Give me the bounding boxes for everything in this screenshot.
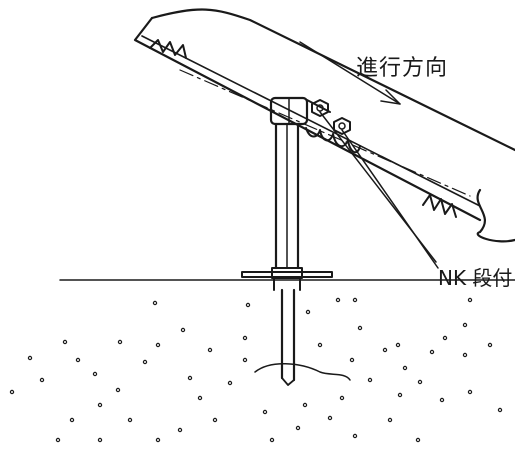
spring-mark-left — [149, 39, 187, 59]
conveyor-break-line — [476, 188, 515, 243]
conveyor-lower-edge — [133, 16, 482, 222]
hex-nut-upper — [311, 99, 329, 117]
nk-part-label: NK 段付 — [438, 266, 513, 290]
post-tip — [281, 377, 295, 386]
ground — [59, 279, 515, 381]
direction-arrow-head — [380, 89, 401, 105]
base-plate — [241, 271, 333, 278]
conveyor-inner-line — [141, 35, 481, 207]
top-bracket — [269, 96, 361, 154]
direction-arrow-shaft — [299, 41, 401, 105]
conveyor-frame — [133, 8, 515, 243]
direction-arrow — [299, 41, 401, 105]
conveyor-upper-edge — [150, 8, 515, 152]
spring-coils — [305, 127, 361, 154]
soil-dots — [9, 297, 503, 443]
ground-mound — [254, 363, 351, 381]
hex-nut-lower — [333, 117, 351, 135]
leader-lines — [319, 111, 439, 269]
leader-line-lower — [341, 129, 439, 269]
hex-nut-upper-hole — [316, 104, 324, 112]
spring-mark-right — [422, 194, 457, 218]
direction-label: 進行方向 — [356, 56, 449, 81]
hex-nut-lower-hole — [338, 122, 346, 130]
conveyor-center-line — [179, 69, 471, 197]
